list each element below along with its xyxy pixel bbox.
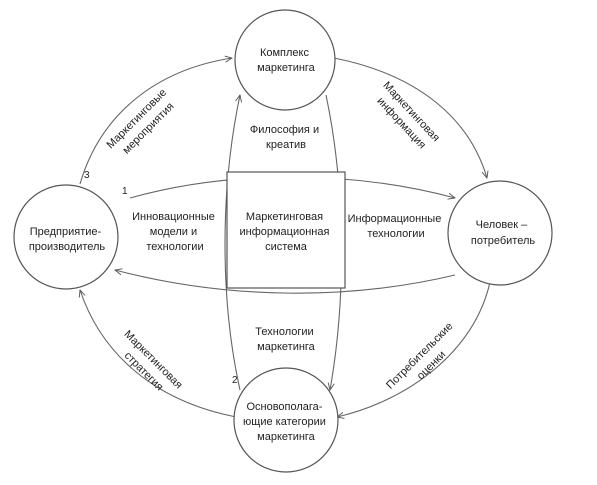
marker-1: 1 <box>122 186 128 197</box>
inner-right-label: Информационные технологии <box>348 213 445 240</box>
inner-top-line-2: креатив <box>266 139 306 151</box>
marker-3: 3 <box>84 170 90 181</box>
center-line-3: система <box>265 241 308 253</box>
node-left-label: Предприятие- производитель <box>29 226 106 253</box>
center-box <box>226 171 346 289</box>
inner-top-line-1: Философия и <box>250 124 319 136</box>
outer-top-right-label: Маркетинговая информация <box>369 80 443 157</box>
node-bottom-circle <box>233 367 339 473</box>
inner-left-line-3: технологии <box>146 241 203 253</box>
outer-bottom-left-group: Маркетинговая стратегия <box>111 328 187 404</box>
inner-bottom-line-2: маркетинга <box>257 341 316 353</box>
inner-right-line-2: технологии <box>367 228 424 240</box>
node-left-line-1: Предприятие- <box>30 226 102 238</box>
center-label: Маркетинговая информационная система <box>239 211 332 253</box>
node-top-line-1: Комплекс <box>260 47 310 59</box>
inner-top-label: Философия и креатив <box>250 124 322 151</box>
outer-top-left-group: Маркетинговые мероприятия <box>105 85 182 162</box>
center-line-2: информационная <box>239 226 329 238</box>
node-top-circle <box>234 9 336 111</box>
node-top-label: Комплекс маркетинга <box>257 47 316 74</box>
node-right-label: Человек – потребитель <box>471 219 536 247</box>
outer-top-left-label: Маркетинговые мероприятия <box>105 85 182 162</box>
node-right-circle <box>447 180 553 286</box>
inner-left-line-1: Инновационные <box>132 211 215 223</box>
outer-bottom-right-group: Потребительские оценки <box>384 318 468 402</box>
node-left-line-2: производитель <box>29 241 106 253</box>
node-bottom-label: Основополага- ющие категории маркетинга <box>243 401 329 443</box>
node-bottom-line-2: ющие категории <box>243 416 326 428</box>
arc-bottom-left <box>80 290 237 418</box>
outer-top-right-group: Маркетинговая информация <box>369 80 443 157</box>
inner-left-line-2: модели и <box>150 226 197 238</box>
node-top-line-2: маркетинга <box>257 62 316 74</box>
center-line-1: Маркетинговая <box>246 211 323 223</box>
node-bottom-line-3: маркетинга <box>257 431 316 443</box>
outer-bottom-right-label: Потребительские оценки <box>384 318 468 402</box>
arc-top-right <box>333 57 487 178</box>
line-top-to-bottom-left <box>224 95 240 391</box>
inner-left-label: Инновационные модели и технологии <box>132 211 218 253</box>
arc-right-bottom <box>337 281 491 417</box>
marker-2: 2 <box>232 375 238 386</box>
node-left-circle <box>13 184 119 290</box>
node-bottom-line-1: Основополага- <box>246 401 322 413</box>
line-right-to-left-lower <box>115 270 456 294</box>
node-right-line-1: Человек – <box>476 219 528 231</box>
node-right-line-2: потребитель <box>471 235 536 247</box>
inner-bottom-line-1: Технологии <box>255 326 313 338</box>
outer-bottom-left-label: Маркетинговая стратегия <box>111 328 187 404</box>
arc-left-top <box>79 58 232 185</box>
inner-bottom-label: Технологии маркетинга <box>255 326 316 353</box>
inner-right-line-1: Информационные <box>348 213 442 225</box>
